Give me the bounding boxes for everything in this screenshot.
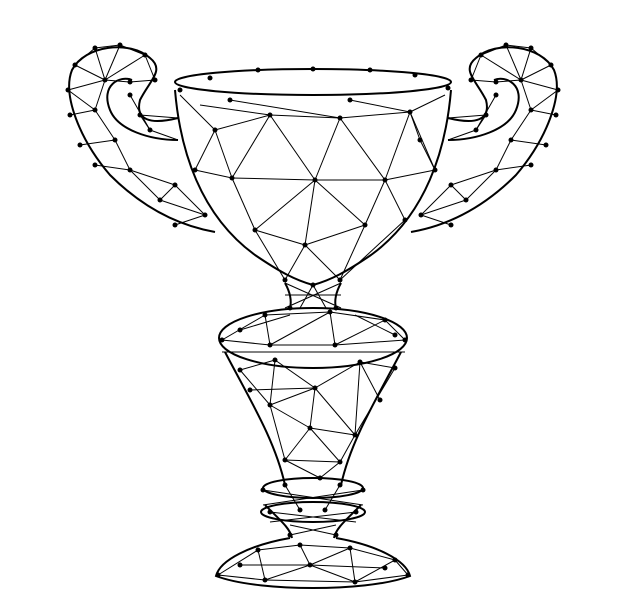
right-handle-inner [447,77,520,141]
cup-bowl [174,89,452,287]
base-foot [214,537,412,590]
stem-knob [218,307,408,369]
left-handle [68,46,216,233]
right-handle [410,46,558,233]
stem-cone [224,351,402,486]
stem-ring [260,501,366,523]
stem-collar [262,477,364,499]
trophy-outline [68,46,558,590]
cup-rim [174,68,452,96]
left-handle-inner [106,77,179,141]
polygon-nodes [65,42,561,585]
polygon-mesh [67,44,559,583]
